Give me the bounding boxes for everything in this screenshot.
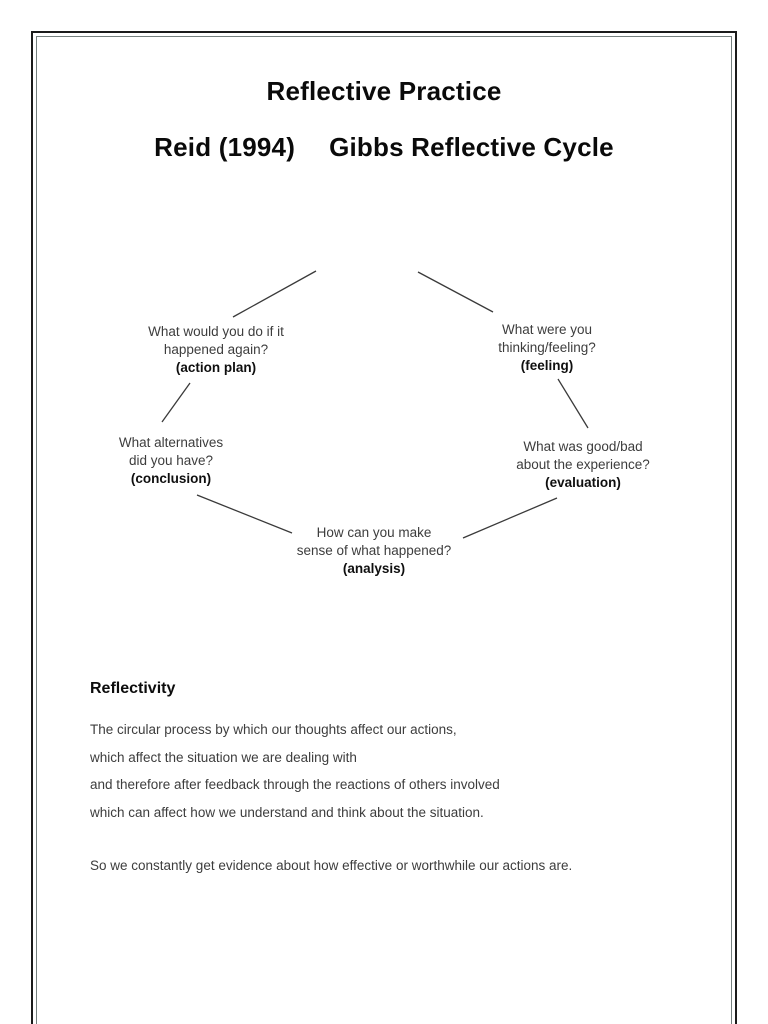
node-stage-label: (evaluation) bbox=[545, 475, 621, 490]
node-question-line: thinking/feeling? bbox=[498, 340, 596, 355]
node-action-plan: What would you do if it happened again? … bbox=[96, 323, 336, 377]
subtitle-model-name: Gibbs Reflective Cycle bbox=[329, 132, 614, 162]
page-border-outer bbox=[31, 31, 737, 1024]
node-conclusion: What alternatives did you have? (conclus… bbox=[51, 434, 291, 488]
node-question-line: What were you bbox=[501, 322, 593, 337]
node-stage-label: (feeling) bbox=[520, 358, 574, 373]
page-border-inner bbox=[36, 36, 732, 1024]
page-subtitle: Reid (1994) Gibbs Reflective Cycle bbox=[31, 134, 737, 160]
subtitle-author: Reid (1994) bbox=[154, 132, 296, 162]
node-question-line: What would you do if it bbox=[148, 324, 284, 339]
node-question-line: How can you make bbox=[316, 525, 432, 540]
paragraph-line: and therefore after feedback through the… bbox=[90, 777, 500, 792]
reflectivity-paragraph: The circular process by which our though… bbox=[90, 716, 690, 826]
paragraph-line: which affect the situation we are dealin… bbox=[90, 749, 357, 765]
page-title: Reflective Practice bbox=[266, 76, 502, 106]
node-question-line: happened again? bbox=[163, 342, 269, 357]
node-question-line: What was good/bad bbox=[523, 439, 643, 454]
node-question-line: did you have? bbox=[128, 453, 214, 468]
paragraph-line: which can affect how we understand and t… bbox=[90, 804, 484, 820]
node-analysis: How can you make sense of what happened?… bbox=[254, 524, 494, 578]
node-evaluation: What was good/bad about the experience? … bbox=[463, 438, 703, 492]
closing-statement: So we constantly get evidence about how … bbox=[90, 858, 573, 873]
node-question-line: sense of what happened? bbox=[296, 543, 452, 558]
paragraph-line: The circular process by which our though… bbox=[90, 722, 457, 737]
node-feeling: What were you thinking/feeling? (feeling… bbox=[427, 321, 667, 375]
reflectivity-heading: Reflectivity bbox=[90, 680, 176, 697]
node-question-line: What alternatives bbox=[118, 435, 224, 450]
node-stage-label: (analysis) bbox=[342, 561, 406, 576]
node-stage-label: (action plan) bbox=[175, 360, 257, 375]
node-question-line: about the experience? bbox=[516, 457, 650, 472]
node-stage-label: (conclusion) bbox=[130, 471, 212, 486]
